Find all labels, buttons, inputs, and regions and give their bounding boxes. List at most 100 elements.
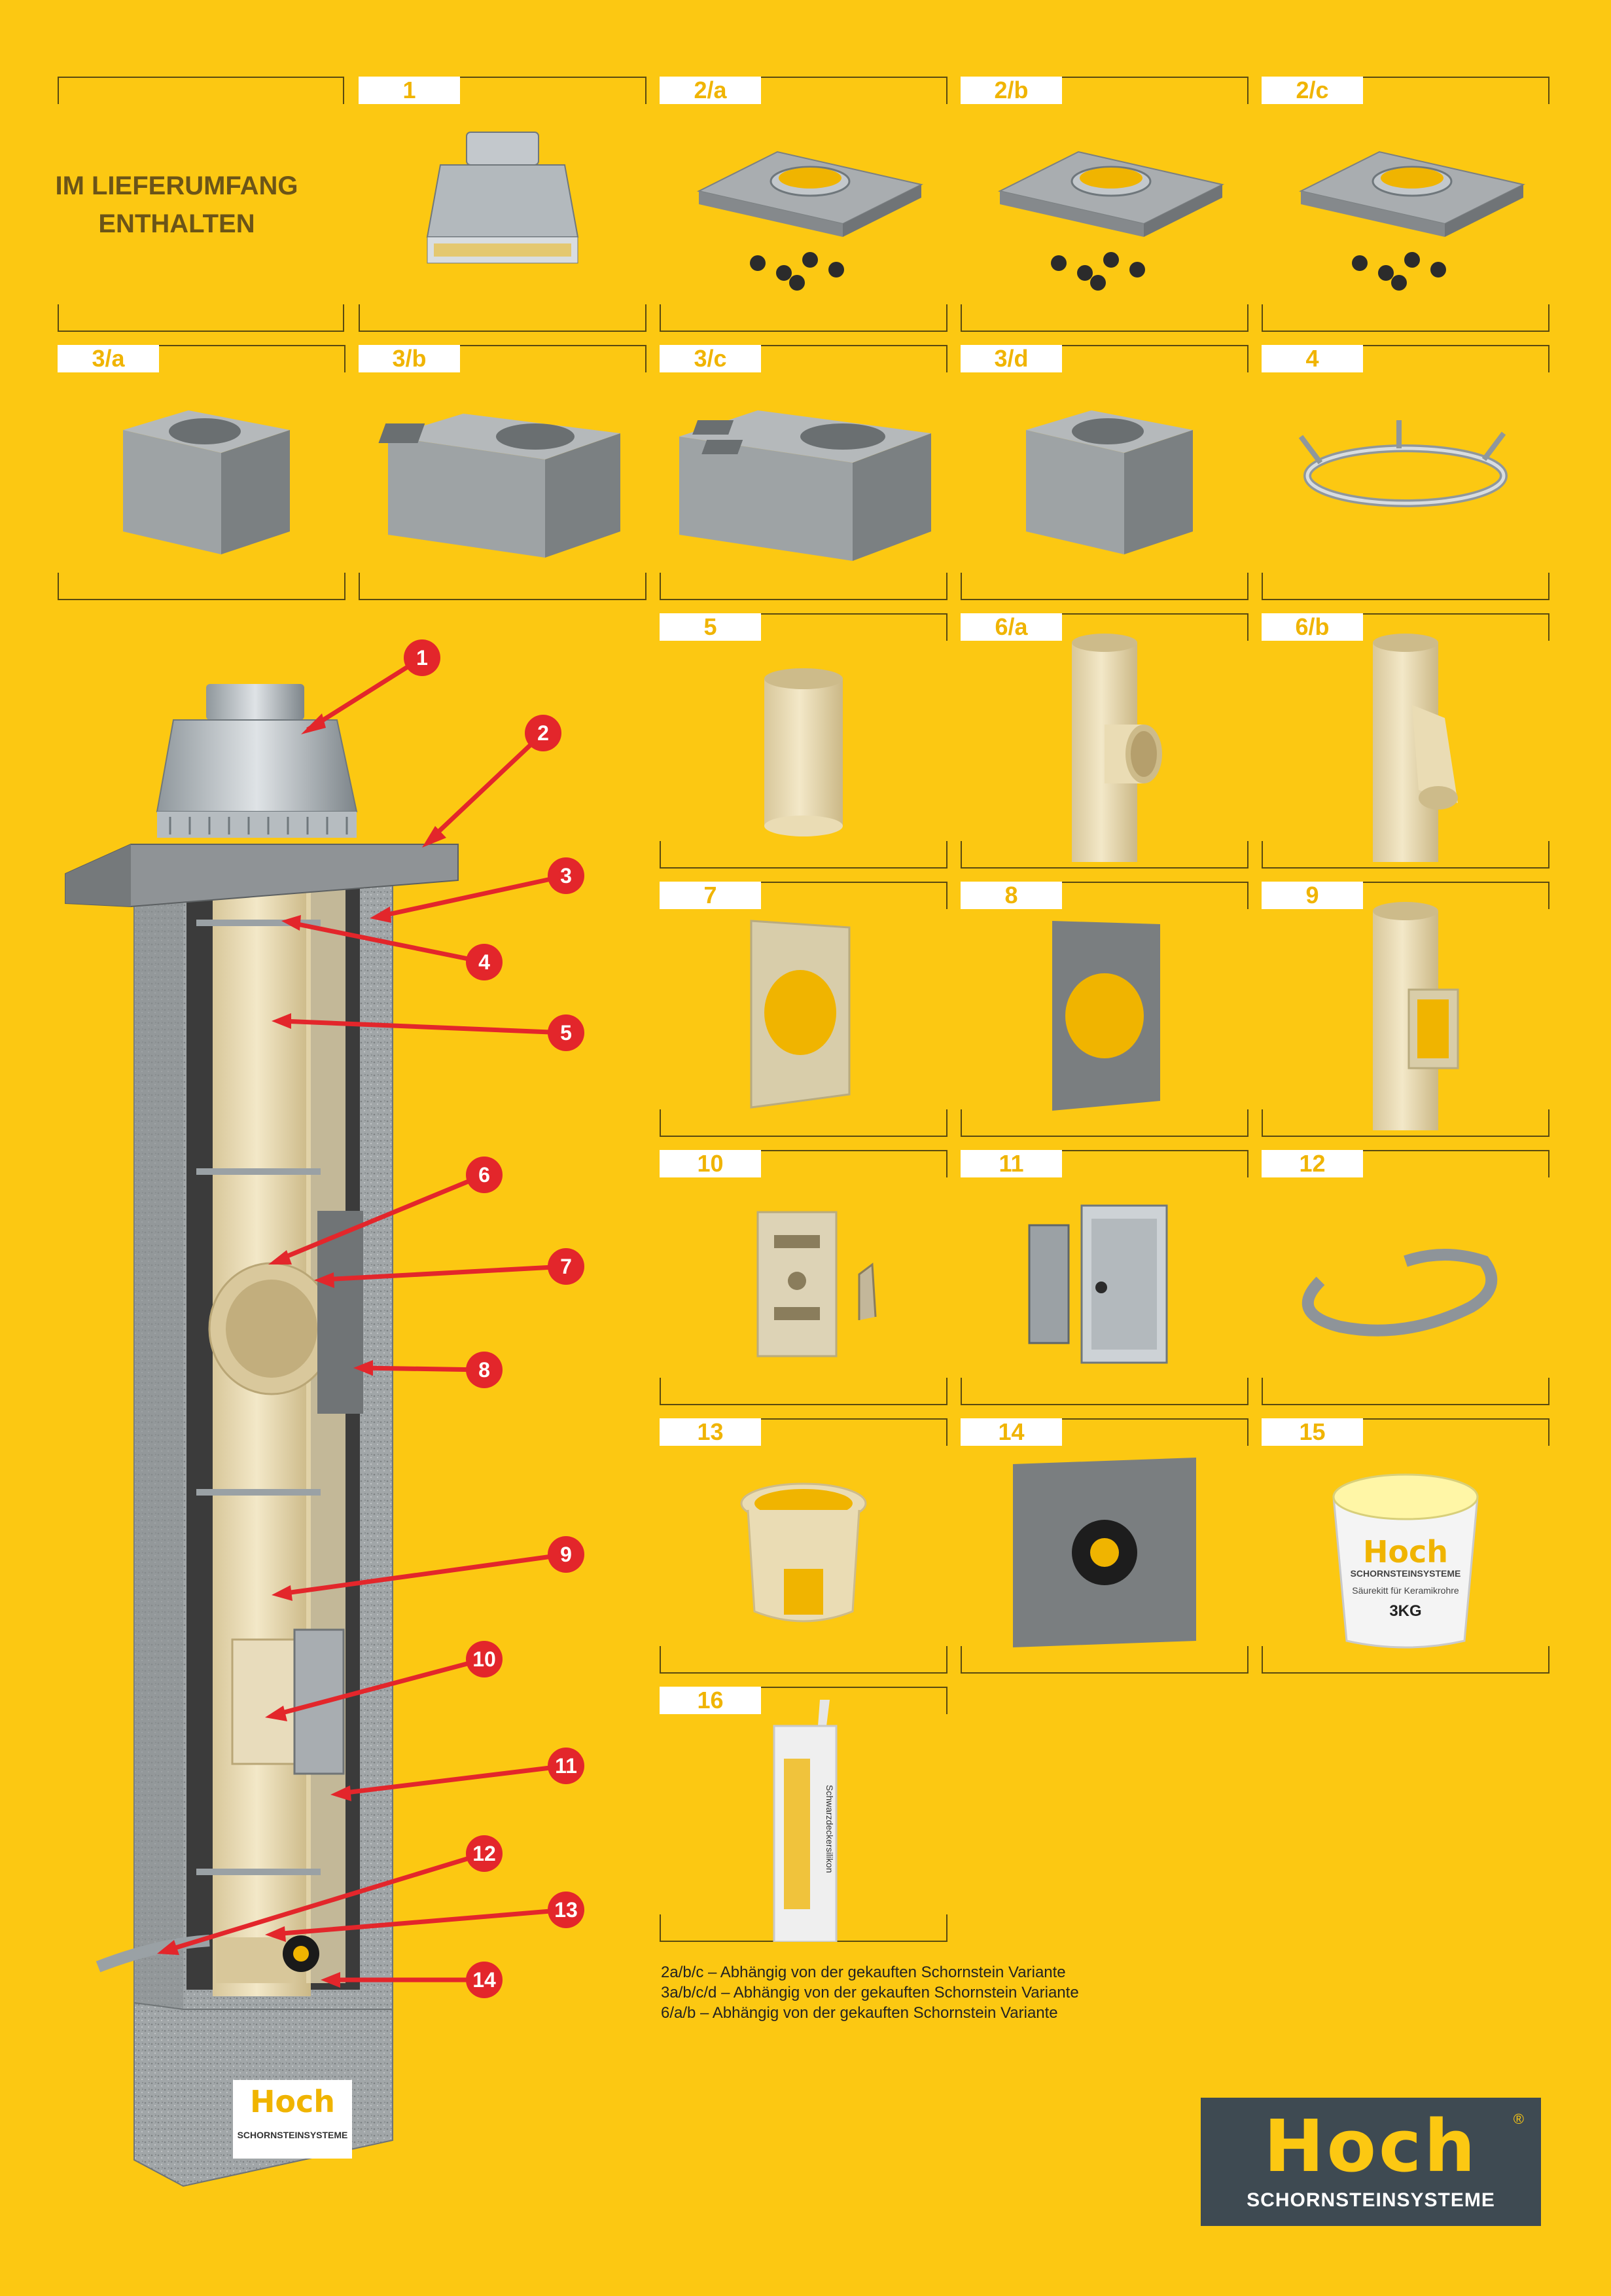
callout-arrows <box>166 656 567 1982</box>
bucket-brand: Hoch <box>1363 1534 1448 1570</box>
block-a-illustration <box>123 410 290 554</box>
part-cell-block-d: 3/d <box>961 345 1248 600</box>
part-cell-tee-90: 6/a <box>961 613 1248 869</box>
intro-title: IM LIEFERUMFANG ENTHALTEN <box>55 171 298 238</box>
tee-90-illustration <box>1072 634 1162 862</box>
part-number: 2/a <box>660 77 761 104</box>
ceramic-pipe-illustration <box>764 668 843 836</box>
callout-14: 14 <box>466 1962 503 1998</box>
part-number: 9 <box>1262 882 1363 909</box>
part-number: 15 <box>1262 1418 1363 1446</box>
part-number: 1 <box>359 77 460 104</box>
part-number: 6/b <box>1262 613 1363 641</box>
part-cell-cover-plate-a: 2/a <box>660 77 947 332</box>
callout-8: 8 <box>466 1352 503 1388</box>
part-cell-insulation-plate: 7 <box>660 882 947 1137</box>
intro-cell <box>58 77 344 332</box>
callout-6: 6 <box>466 1157 503 1193</box>
logo-word: Hoch <box>1264 2104 1478 2188</box>
cartridge-label: Schwarzdeckersilikon <box>824 1785 835 1873</box>
inspection-insert-illustration <box>756 1211 877 1357</box>
tee-45-illustration <box>1373 634 1458 862</box>
part-number: 7 <box>660 882 761 909</box>
callout-11: 11 <box>548 1748 584 1784</box>
part-cell-ceramic-pipe: 5 <box>660 613 947 869</box>
ceramic-flue <box>213 851 311 1996</box>
part-number: 3/d <box>961 345 1062 372</box>
wall-plate-illustration <box>1052 921 1160 1111</box>
cover-plate-a-illustration <box>697 151 923 291</box>
part-cell-cleaning-door: 11 <box>961 1150 1248 1405</box>
part-cell-drain-hose: 12 <box>1262 1150 1549 1405</box>
part-number: 5 <box>660 613 761 641</box>
sealant-cartridge-illustration: Schwarzdeckersilikon <box>773 1700 838 1942</box>
block-c-illustration <box>679 410 931 561</box>
drain-hose-illustration <box>1301 1249 1498 1336</box>
callout-10: 10 <box>466 1641 503 1677</box>
note-line: 6/a/b – Abhängig von der gekauften Schor… <box>661 2004 1058 2022</box>
rain-cap-illustration <box>426 132 579 264</box>
part-cell-block-a: 3/a <box>58 345 345 600</box>
part-cell-wall-plate: 8 <box>961 882 1248 1137</box>
bucket-label: Säurekitt für Keramikrohre <box>1352 1585 1459 1596</box>
bucket-weight: 3KG <box>1389 1602 1421 1620</box>
part-number: 10 <box>660 1150 761 1177</box>
part-number: 8 <box>961 882 1062 909</box>
callout-5: 5 <box>548 1014 584 1051</box>
cleaning-door-illustration <box>1028 1204 1168 1364</box>
condensate-collector-illustration <box>740 1482 867 1623</box>
part-cell-sealant-cartridge: 16 Schwarzdeckersilikon <box>660 1687 947 1942</box>
note-line: 3a/b/c/d – Abhängig von der gekauften Sc… <box>661 1984 1079 2001</box>
callout-4: 4 <box>466 944 503 980</box>
part-number: 2/c <box>1262 77 1363 104</box>
rain-cap <box>156 719 358 812</box>
chimney-badge: Hoch SCHORNSTEINSYSTEME <box>233 2080 352 2159</box>
centering-ring-illustration <box>1298 420 1508 507</box>
part-cell-tee-45: 6/b <box>1262 613 1549 869</box>
part-cell-air-plate: 14 <box>961 1418 1248 1674</box>
part-cell-rain-cap: 1 <box>359 77 646 332</box>
part-number: 6/a <box>961 613 1062 641</box>
cover-plate-c-illustration <box>1299 151 1525 291</box>
part-cell-block-c: 3/c <box>660 345 947 600</box>
callout-1: 1 <box>404 639 440 676</box>
insulation-plate-illustration <box>750 920 851 1109</box>
cover-plate-b-illustration <box>998 151 1224 291</box>
callout-9: 9 <box>548 1536 584 1573</box>
callout-7: 7 <box>548 1248 584 1285</box>
hoch-logo: Hoch ® SCHORNSTEINSYSTEME <box>1201 2098 1541 2226</box>
part-cell-block-b: 3/b <box>359 345 646 600</box>
variant-notes: 2a/b/c – Abhängig von der gekauften Scho… <box>661 1962 1079 2023</box>
bucket-subtitle: SCHORNSTEINSYSTEME <box>1351 1568 1461 1579</box>
part-number: 3/a <box>58 345 159 372</box>
callout-3: 3 <box>548 857 584 894</box>
part-cell-inspection-pipe: 9 <box>1262 882 1549 1137</box>
part-number: 12 <box>1262 1150 1363 1177</box>
part-number: 11 <box>961 1150 1062 1177</box>
block-b-illustration <box>378 414 620 558</box>
part-number: 2/b <box>961 77 1062 104</box>
acid-cement-bucket-illustration: Hoch SCHORNSTEINSYSTEME Säurekitt für Ke… <box>1332 1473 1479 1649</box>
air-plate-illustration <box>1013 1458 1196 1647</box>
part-cell-centering-ring: 4 <box>1262 345 1549 600</box>
part-number: 3/b <box>359 345 460 372</box>
part-cell-condensate-collector: 13 <box>660 1418 947 1674</box>
inspection-pipe-illustration <box>1373 902 1459 1130</box>
callout-13: 13 <box>548 1892 584 1928</box>
callout-2: 2 <box>525 715 561 751</box>
logo-subtitle: SCHORNSTEINSYSTEME <box>1247 2189 1495 2211</box>
part-number: 16 <box>660 1687 761 1714</box>
part-cell-acid-cement-bucket: 15 Hoch SCHORNSTEINSYSTEME Säurekitt für… <box>1262 1418 1549 1674</box>
logo-registered: ® <box>1513 2111 1524 2127</box>
part-cell-cover-plate-c: 2/c <box>1262 77 1549 332</box>
part-number: 13 <box>660 1418 761 1446</box>
block-d-illustration <box>1026 410 1193 554</box>
part-cell-inspection-insert: 10 <box>660 1150 947 1405</box>
wall-plate <box>317 1211 363 1414</box>
part-number: 4 <box>1262 345 1363 372</box>
part-number: 3/c <box>660 345 761 372</box>
part-number: 14 <box>961 1418 1062 1446</box>
callout-12: 12 <box>466 1835 503 1872</box>
part-cell-cover-plate-b: 2/b <box>961 77 1248 332</box>
